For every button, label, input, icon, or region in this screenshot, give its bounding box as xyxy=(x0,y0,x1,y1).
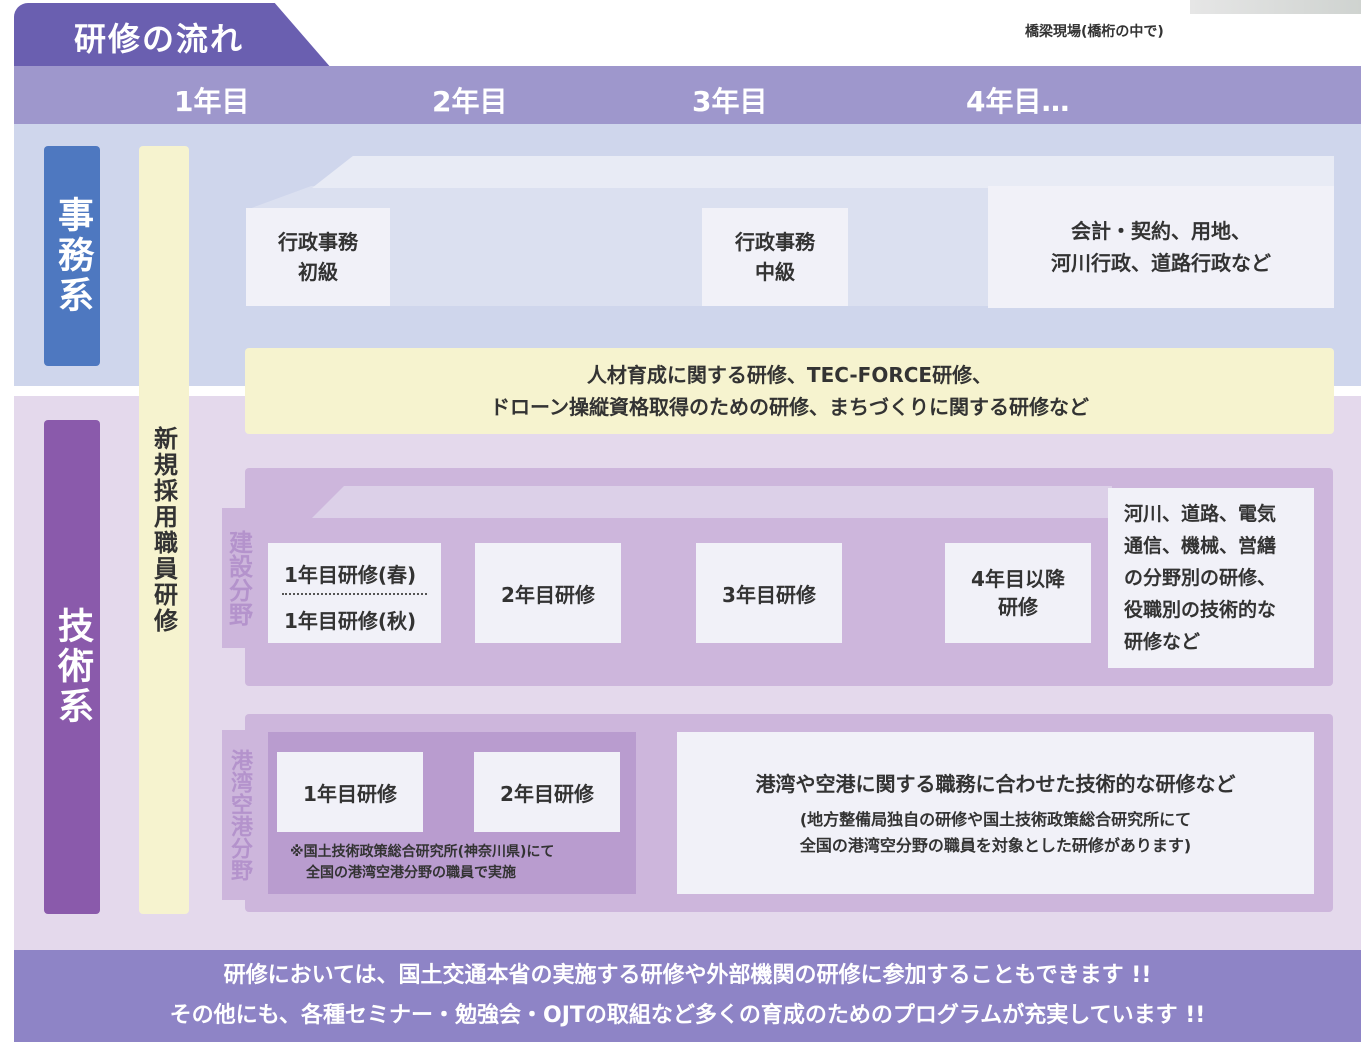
port-later-box: 港湾や空港に関する職務に合わせた技術的な研修など (地方整備局独自の研修や国土技… xyxy=(677,732,1314,894)
admin-intermediate-line2: 中級 xyxy=(755,260,795,284)
admin-intermediate-line1: 行政事務 xyxy=(735,230,815,254)
construction-year1-spring: 1年目研修(春) xyxy=(284,563,417,587)
construction-year3-box: 3年目研修 xyxy=(696,543,842,643)
admin-beginner-line1: 行政事務 xyxy=(278,230,358,254)
construction-later-box: 河川、道路、電気 通信、機械、営繕 の分野別の研修、 役職別の技術的な 研修など xyxy=(1108,488,1314,668)
construction-year4-line1: 4年目以降 xyxy=(971,567,1065,591)
common-training-band: 人材育成に関する研修、TEC-FORCE研修、 ドローン操縦資格取得のための研修… xyxy=(245,348,1334,434)
admin-beginner-box: 行政事務 初級 xyxy=(246,208,390,306)
port-later-sub1: (地方整備局独自の研修や国土技術政策総合研究所にて xyxy=(799,809,1192,829)
footer-banner: 研修においては、国土交通本省の実施する研修や外部機関の研修に参加することもできま… xyxy=(14,950,1361,1042)
year-3-label: 3年目 xyxy=(692,85,768,118)
title-tab xyxy=(14,3,332,69)
new-hire-training-column: 新規採用職員研修 xyxy=(139,146,189,914)
construction-year1-autumn: 1年目研修(秋) xyxy=(284,609,417,633)
admin-later-box: 会計・契約、用地、 河川行政、道路行政など xyxy=(988,186,1334,308)
construction-label: 建設分野 xyxy=(222,508,256,648)
construction-year4-line2: 研修 xyxy=(998,595,1038,619)
construction-year4-box: 4年目以降 研修 xyxy=(945,543,1091,643)
construction-later-line3: の分野別の研修、 xyxy=(1124,567,1277,589)
port-later-sub2: 全国の港湾空分野の職員を対象とした研修があります) xyxy=(799,835,1192,855)
admin-later-line1: 会計・契約、用地、 xyxy=(1071,219,1251,243)
photo-strip xyxy=(1190,0,1361,14)
admin-beginner-line2: 初級 xyxy=(298,260,338,284)
port-year1-box: 1年目研修 xyxy=(277,752,423,832)
construction-later-line2: 通信、機械、営繕 xyxy=(1124,535,1277,557)
admin-flow-arrow xyxy=(312,156,1334,188)
port-later-title: 港湾や空港に関する職務に合わせた技術的な研修など xyxy=(755,771,1236,796)
common-training-line2: ドローン操縦資格取得のための研修、まちづくりに関する研修など xyxy=(490,395,1089,419)
construction-later-line4: 役職別の技術的な xyxy=(1124,599,1277,621)
construction-year1-divider xyxy=(282,593,427,595)
common-training-line1: 人材育成に関する研修、TEC-FORCE研修、 xyxy=(586,363,993,387)
construction-year1-box: 1年目研修(春) 1年目研修(秋) xyxy=(268,543,441,643)
port-label: 港湾空港分野 xyxy=(222,730,256,900)
construction-later-line5: 研修など xyxy=(1124,631,1201,653)
page-title: 研修の流れ xyxy=(74,20,245,58)
construction-flow-arrow xyxy=(312,486,1112,518)
construction-later-line1: 河川、道路、電気 xyxy=(1124,503,1277,525)
port-note: ※国土技術政策総合研究所(神奈川県)にて 全国の港湾空港分野の職員で実施 xyxy=(290,842,554,884)
admin-intermediate-box: 行政事務 中級 xyxy=(702,208,848,306)
port-note-line2: 全国の港湾空港分野の職員で実施 xyxy=(306,865,516,881)
footer-line2: その他にも、各種セミナー・勉強会・OJTの取組など多くの育成のためのプログラムが… xyxy=(169,1003,1206,1028)
construction-year2-box: 2年目研修 xyxy=(475,543,621,643)
year-1-label: 1年目 xyxy=(174,85,250,118)
year-2-label: 2年目 xyxy=(432,85,508,118)
port-year2-box: 2年目研修 xyxy=(474,752,620,832)
admin-track-label: 事務系 xyxy=(44,146,100,366)
footer-line1: 研修においては、国土交通本省の実施する研修や外部機関の研修に参加することもできま… xyxy=(223,963,1152,988)
year-4-label: 4年目… xyxy=(966,85,1070,118)
photo-caption: 橋梁現場(橋桁の中で) xyxy=(1025,24,1164,40)
tech-track-label: 技術系 xyxy=(44,420,100,914)
port-note-line1: ※国土技術政策総合研究所(神奈川県)にて xyxy=(290,844,555,860)
admin-later-line2: 河川行政、道路行政など xyxy=(1051,251,1271,275)
year-header-bar xyxy=(14,66,1361,124)
